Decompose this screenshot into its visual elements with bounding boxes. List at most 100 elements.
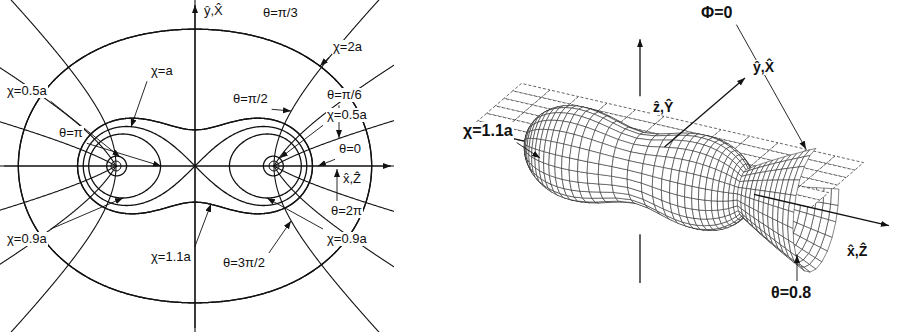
theta-surface-cell [773,206,779,221]
coordinate-label: θ=0.8 [770,284,812,302]
chi-surface-cell [711,190,717,201]
chi-surface-cell [717,191,723,201]
chi-surface-cell [562,168,570,181]
chi-surface-cell [711,201,717,211]
chi-surface-cell [670,181,678,195]
chi-surface-cell [745,197,750,206]
theta-line [0,99,116,166]
chi-surface-cell [549,153,556,166]
chi-surface-cell [677,183,685,197]
axes [4,5,391,328]
chi-surface-cell [555,167,562,180]
coordinate-label: χ=0.5a [326,108,368,122]
chi-surface-cell [705,178,713,190]
axis-line [754,194,889,225]
coordinate-label: χ=1.1a [150,250,192,264]
chi-surface-cell [555,155,562,169]
theta-surface-cell [799,156,810,167]
axis-line [665,78,746,147]
chi-surface-cell [707,167,716,179]
chi-surface-cell [544,152,550,165]
chi-surface-cell [728,193,733,201]
chi-surface-cell [685,185,693,198]
theta-line [274,37,394,166]
chi-surface-cell [578,160,588,173]
coordinate-label: ẑ,Ŷ [652,100,674,115]
theta-surface-cell [749,198,754,209]
coordinate-label: θ=π/3 [262,6,299,20]
coordinate-label: x̂,Ẑ [342,172,362,186]
theta-line [195,0,274,166]
leader-lines [51,25,806,281]
theta-surface-cell [745,197,750,207]
coordinate-label: θ=π [58,126,84,140]
leader-line [131,81,147,127]
chi-surface-cell [599,153,614,166]
chi-surface-cell [628,161,644,174]
leader-line [337,169,338,201]
leader-line [267,198,323,229]
chi-surface-cell [723,201,729,210]
coordinate-label: Φ=0 [700,4,733,22]
coordinate-label: χ=0.9a [326,232,368,246]
leader-line [87,143,161,166]
theta-line [274,166,393,332]
coordinate-label: ŷ,X̂ [752,60,775,75]
leader-line [320,57,329,66]
theta-line [274,166,394,295]
chi-surface-cell [705,189,712,201]
theta-line [274,0,393,166]
chi-surface-cell [653,166,664,179]
chi-surface-cell [717,201,723,210]
chi-surface-cell [588,183,601,192]
theta-line [0,166,116,332]
chi-surface-cell [723,192,729,201]
surface-plot [469,83,864,272]
coordinate-label: χ=1.1a [462,122,514,140]
theta-surface-cell [794,166,804,180]
chi-surface-cell [692,186,699,199]
leader-line [272,109,291,111]
axis-line [639,39,640,96]
axes [469,39,889,283]
chi-surface-cell [698,199,705,210]
chi-surface-cell [685,197,693,209]
coordinate-label: θ=3π/2 [222,256,266,270]
leader-line [280,125,323,158]
chi-surface-cell [600,192,615,198]
coordinate-label: χ=a [150,64,174,78]
chi-surface-cell [587,173,599,184]
chi-surface-cell [588,150,601,164]
leader-line [195,204,211,247]
theta-surface-cell [788,210,794,228]
leader-line [318,159,335,166]
coordinate-label: θ=0 [338,142,362,156]
chi-surface-cell [642,164,654,177]
theta-line [0,166,116,295]
theta-line [0,166,116,233]
chi-surface-cell [599,184,614,192]
chi-surface-cell [612,157,629,170]
theta-surface-cell [778,207,784,223]
chi-surface-cell [562,156,570,170]
coordinate-label: χ=0.5a [6,84,48,98]
coordinate-label: χ=0.9a [6,232,48,246]
leader-line [51,198,123,229]
chi-surface-cell [692,198,699,210]
coordinate-label: θ=π/2 [232,92,269,106]
chi-surface-cell [569,158,578,171]
coordinate-label: θ=2π [330,204,363,218]
chi-surface-cell [578,148,589,162]
chi-surface-cell [728,201,733,209]
theta-line [116,166,195,332]
theta-line [274,166,394,233]
theta-surface-cell [763,202,768,216]
chi-surface-cell [569,170,578,182]
axis-arrow [4,165,391,166]
leader-line [736,25,806,149]
coordinate-label: x̂,Ẑ [846,244,868,259]
theta-surface-cell [754,199,759,211]
coordinate-label: θ=π/6 [326,88,363,102]
